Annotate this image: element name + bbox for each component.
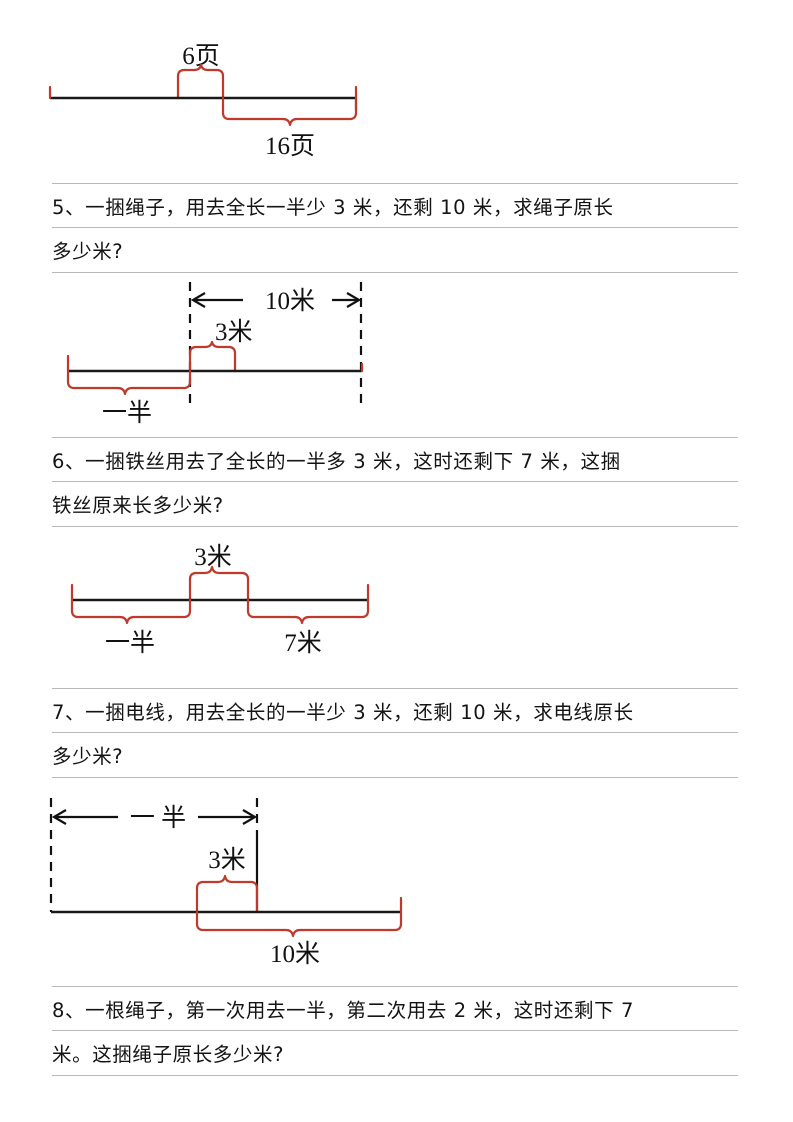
question-8-line-2: 米。这捆绳子原长多少米? — [52, 1031, 738, 1076]
diagram-q6-upper-brace — [188, 565, 250, 602]
question-5-line-2-text: 多少米? — [52, 239, 124, 263]
diagram-q6-lower-brace-left — [70, 583, 192, 625]
diagram-q7-lower-brace — [195, 910, 403, 938]
question-8-line-2-text: 米。这捆绳子原长多少米? — [52, 1042, 285, 1066]
question-8-line-1: 8、一根绳子，第一次用去一半，第二次用去 2 米，这时还剩下 7 — [52, 986, 738, 1031]
diagram-q5-above-label: 3米 — [215, 318, 253, 346]
diagram-q4-below-label: 16页 — [265, 133, 315, 160]
question-6-line-1: 6、一捆铁丝用去了全长的一半多 3 米，这时还剩下 7 米，这捆 — [52, 437, 738, 482]
diagram-q4-lower-brace — [221, 96, 358, 127]
diagram-q5-arrow-right-head — [346, 292, 362, 308]
question-6-line-2-text: 铁丝原来长多少米? — [52, 493, 224, 517]
diagram-q5: 10米 3米 一半 — [0, 278, 430, 428]
diagram-q7-arrow-right-head — [242, 809, 258, 825]
diagram-q6: 3米 一半 7米 — [0, 533, 430, 668]
question-7-line-1-text: 7、一捆电线，用去全长的一半少 3 米，还剩 10 米，求电线原长 — [52, 700, 634, 724]
diagram-q5-arrow-left-head — [190, 292, 206, 308]
question-5-line-1-text: 5、一捆绳子，用去全长一半少 3 米，还剩 10 米，求绳子原长 — [52, 195, 614, 219]
diagram-q7-upper-brace — [195, 874, 259, 914]
diagram-q5-below-label: 一半 — [102, 399, 152, 427]
question-6-line-2: 铁丝原来长多少米? — [52, 482, 738, 527]
question-5-line-1: 5、一捆绳子，用去全长一半少 3 米，还剩 10 米，求绳子原长 — [52, 183, 738, 228]
diagram-q7: 一 半 3米 10米 — [0, 790, 440, 970]
diagram-q6-below-right-label: 7米 — [284, 629, 322, 657]
question-6: 6、一捆铁丝用去了全长的一半多 3 米，这时还剩下 7 米，这捆 铁丝原来长多少… — [52, 437, 738, 527]
diagram-q5-lower-brace — [66, 354, 192, 396]
question-6-line-1-text: 6、一捆铁丝用去了全长的一半多 3 米，这时还剩下 7 米，这捆 — [52, 449, 621, 473]
question-7-line-2: 多少米? — [52, 733, 738, 778]
diagram-q5-upper-brace — [188, 340, 237, 373]
diagram-q4-upper-brace — [176, 63, 225, 100]
diagram-q7-below-label: 10米 — [270, 940, 320, 968]
diagram-q6-above-label: 3米 — [194, 543, 232, 571]
diagram-q7-top-arrow-label: 一 半 — [130, 804, 186, 832]
question-7: 7、一捆电线，用去全长的一半少 3 米，还剩 10 米，求电线原长 多少米? — [52, 688, 738, 778]
diagram-q6-below-left-label: 一半 — [105, 629, 155, 657]
question-7-line-1: 7、一捆电线，用去全长的一半少 3 米，还剩 10 米，求电线原长 — [52, 688, 738, 733]
question-5: 5、一捆绳子，用去全长一半少 3 米，还剩 10 米，求绳子原长 多少米? — [52, 183, 738, 273]
diagram-q6-lower-brace-right — [246, 583, 370, 625]
diagram-q5-top-arrow-label: 10米 — [265, 287, 315, 315]
question-5-line-2: 多少米? — [52, 228, 738, 273]
diagram-q7-arrow-left-head — [51, 809, 67, 825]
diagram-q4: 6页 16页 — [0, 28, 420, 173]
question-7-line-2-text: 多少米? — [52, 744, 124, 768]
question-8-line-1-text: 8、一根绳子，第一次用去一半，第二次用去 2 米，这时还剩下 7 — [52, 998, 635, 1022]
question-8: 8、一根绳子，第一次用去一半，第二次用去 2 米，这时还剩下 7 米。这捆绳子原… — [52, 986, 738, 1076]
diagram-q7-above-label: 3米 — [208, 846, 246, 874]
